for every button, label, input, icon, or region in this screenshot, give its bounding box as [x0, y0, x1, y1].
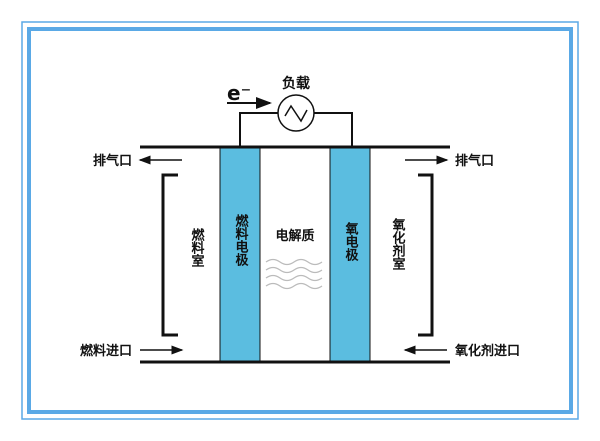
fuel-chamber-wall [161, 173, 178, 337]
electrolyte-label: 电解质 [275, 228, 314, 244]
oxidant-chamber-wall [418, 173, 434, 337]
outer-frame [21, 21, 579, 420]
ac-wave-icon [284, 104, 308, 123]
fuel-inlet-label: 燃料进口 [80, 343, 132, 359]
electrolyte-waves [265, 258, 323, 290]
electron-label: e⁻ [227, 81, 251, 105]
exhaust-right-label: 排气口 [455, 153, 494, 169]
exhaust-left-label: 排气口 [93, 153, 132, 169]
oxidant-inlet-label: 氧化剂进口 [454, 343, 520, 359]
oxygen-electrode-label: 氧电极 [343, 221, 360, 262]
fuel-electrode-label: 燃料电极 [233, 213, 249, 267]
fuel-electrode [219, 146, 261, 363]
external-circuit [239, 112, 353, 147]
oxidant-chamber-label: 氧化剂室 [390, 217, 407, 271]
fuel-chamber-label: 燃料室 [189, 227, 205, 268]
inner-frame [27, 27, 573, 414]
load-label: 负载 [282, 75, 310, 92]
